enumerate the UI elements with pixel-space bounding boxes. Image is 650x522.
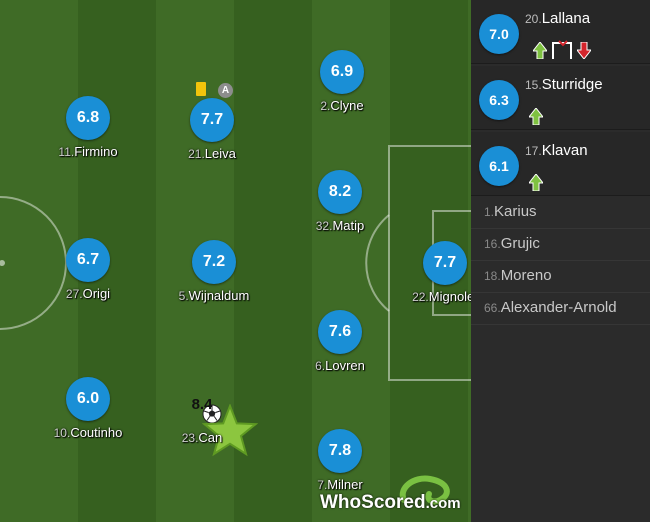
player-number: 66. bbox=[484, 301, 501, 315]
player-number: 5. bbox=[178, 289, 189, 303]
player-number: 27. bbox=[65, 287, 83, 301]
bench-row[interactable]: 1.Karius bbox=[471, 197, 650, 229]
player-name: Grujic bbox=[500, 235, 540, 252]
player-name: Clyne bbox=[330, 98, 364, 113]
rating-badge: 8.4 bbox=[191, 396, 213, 413]
rating-badge: 8.2 bbox=[318, 170, 362, 214]
player-label: 17.Klavan bbox=[525, 142, 588, 159]
whoscored-logo-icon bbox=[399, 475, 450, 505]
whoscored-watermark: WhoScored.com bbox=[320, 474, 470, 520]
player-number: 20. bbox=[525, 12, 542, 26]
player-name: Milner bbox=[327, 477, 363, 492]
player-label: 32.Matip bbox=[280, 218, 400, 233]
rating-badge: 7.6 bbox=[318, 310, 362, 354]
player-name: Origi bbox=[82, 286, 111, 301]
rating-badge: 7.7 bbox=[423, 241, 467, 285]
offside-flag-icon bbox=[552, 40, 572, 59]
arrow-up-icon bbox=[533, 42, 547, 59]
player-name: Firmino bbox=[74, 144, 118, 159]
player-name: Mignolet bbox=[428, 289, 471, 304]
player-label: 20.Lallana bbox=[525, 10, 590, 27]
player-number: 21. bbox=[188, 147, 205, 161]
player-label: 27.Origi bbox=[28, 286, 148, 301]
player-name: Coutinho bbox=[70, 425, 123, 440]
player-label: 15.Sturridge bbox=[525, 76, 603, 93]
pitch: 6.8 11.Firmino A 7.7 21.Leiva 6.9 2.Clyn… bbox=[0, 0, 471, 522]
arrow-down-icon bbox=[577, 42, 591, 59]
player-label: 2.Clyne bbox=[282, 98, 402, 113]
player-label: 1.Karius bbox=[484, 203, 537, 220]
player-number: 2. bbox=[320, 99, 331, 113]
player-name: Klavan bbox=[541, 142, 588, 159]
player-name: Wijnaldum bbox=[188, 288, 250, 303]
substitute-row[interactable]: 6.3 15.Sturridge bbox=[471, 66, 650, 130]
rating-badge: 7.7 bbox=[190, 98, 234, 142]
arrow-up-icon bbox=[529, 108, 543, 125]
substitutes-panel: 7.0 20.Lallana 6.3 15.Sturridge 6.1 17.K… bbox=[471, 0, 650, 522]
rating-badge: 7.0 bbox=[479, 14, 519, 54]
watermark-text: WhoScored.com bbox=[320, 492, 461, 514]
watermark-suffix: .com bbox=[425, 495, 461, 512]
player-name: Sturridge bbox=[541, 76, 603, 93]
player-number: 1. bbox=[484, 205, 495, 219]
goal-ball-icon bbox=[202, 404, 222, 424]
player-number: 17. bbox=[525, 144, 542, 158]
rating-badge: 6.8 bbox=[66, 96, 110, 140]
player-number: 6. bbox=[315, 359, 326, 373]
rating-badge: 6.0 bbox=[66, 377, 110, 421]
watermark-brand: WhoScored bbox=[320, 492, 426, 513]
rating-badge: 6.1 bbox=[479, 146, 519, 186]
rating-badge: 6.9 bbox=[320, 50, 364, 94]
player-number: 11. bbox=[58, 145, 75, 159]
player-name: Leiva bbox=[204, 146, 236, 161]
bench-row[interactable]: 66.Alexander-Arnold bbox=[471, 293, 650, 325]
man-of-the-match-star-icon bbox=[202, 404, 258, 457]
yellow-card-icon bbox=[196, 82, 206, 96]
rating-badge: 7.8 bbox=[318, 429, 362, 473]
player-label: 66.Alexander-Arnold bbox=[484, 299, 617, 316]
player-label: 18.Moreno bbox=[484, 267, 552, 284]
player-number: 32. bbox=[315, 219, 333, 233]
player-number: 23. bbox=[181, 431, 199, 445]
substitute-row[interactable]: 6.1 17.Klavan bbox=[471, 132, 650, 196]
bench-row[interactable]: 18.Moreno bbox=[471, 261, 650, 293]
assist-icon: A bbox=[218, 83, 233, 98]
arrow-up-icon bbox=[529, 174, 543, 191]
player-number: 10. bbox=[53, 426, 71, 440]
player-label: 16.Grujic bbox=[484, 235, 540, 252]
rating-badge: 6.3 bbox=[479, 80, 519, 120]
player-label: 11.Firmino bbox=[28, 144, 148, 159]
player-label: 21.Leiva bbox=[152, 146, 272, 161]
bench-row[interactable]: 16.Grujic bbox=[471, 229, 650, 261]
player-number: 15. bbox=[525, 78, 542, 92]
player-name: Lovren bbox=[325, 358, 365, 373]
player-name: Can bbox=[198, 430, 223, 445]
rating-badge: 6.7 bbox=[66, 238, 110, 282]
player-label: 23.Can bbox=[142, 430, 262, 445]
player-name: Moreno bbox=[500, 267, 552, 284]
player-number: 18. bbox=[484, 269, 501, 283]
player-label: 5.Wijnaldum bbox=[154, 288, 274, 303]
rating-badge: 7.2 bbox=[192, 240, 236, 284]
player-label: 6.Lovren bbox=[280, 358, 400, 373]
player-label: 7.Milner bbox=[280, 477, 400, 492]
player-name: Matip bbox=[332, 218, 365, 233]
player-number: 7. bbox=[317, 478, 328, 492]
substitute-row[interactable]: 7.0 20.Lallana bbox=[471, 0, 650, 64]
player-name: Karius bbox=[494, 203, 537, 220]
player-name: Alexander-Arnold bbox=[500, 299, 617, 316]
player-number: 16. bbox=[484, 237, 501, 251]
player-name: Lallana bbox=[541, 10, 591, 27]
player-label: 22.Mignolet bbox=[385, 289, 471, 304]
player-label: 10.Coutinho bbox=[28, 425, 148, 440]
player-number: 22. bbox=[412, 290, 429, 304]
